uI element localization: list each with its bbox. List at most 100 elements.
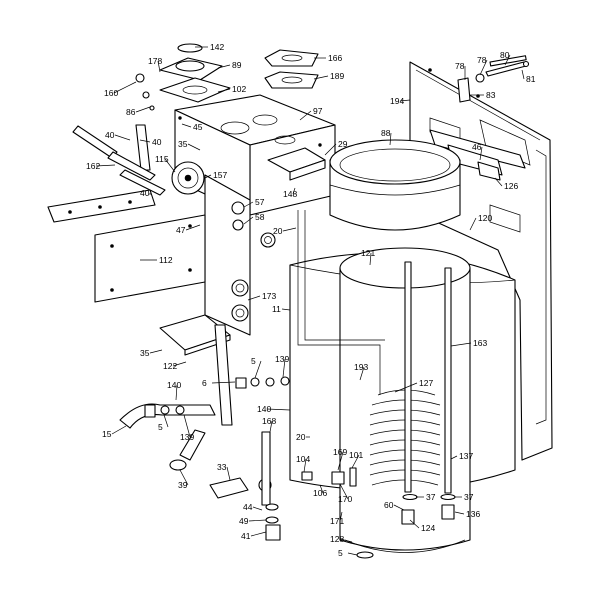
leader-line-194 bbox=[399, 99, 411, 102]
callout-169: 169 bbox=[333, 447, 347, 457]
leader-line-140 bbox=[266, 408, 291, 411]
callout-5: 5 bbox=[338, 548, 343, 558]
callout-171: 171 bbox=[330, 516, 344, 526]
leader-line-121 bbox=[369, 252, 372, 266]
leader-line-137 bbox=[450, 455, 458, 460]
drain-assembly bbox=[261, 431, 281, 541]
callout-89: 89 bbox=[232, 60, 242, 70]
callout-193: 193 bbox=[354, 362, 368, 372]
callout-80: 80 bbox=[500, 50, 510, 60]
mounting-bracket bbox=[447, 60, 530, 181]
callout-86: 86 bbox=[126, 107, 136, 117]
leader-line-128 bbox=[339, 538, 353, 543]
callout-45: 45 bbox=[193, 122, 203, 132]
leader-lines bbox=[95, 46, 525, 556]
callout-35: 35 bbox=[140, 348, 150, 358]
leader-line-162 bbox=[95, 164, 116, 167]
callout-178: 178 bbox=[148, 56, 162, 66]
leader-line-157 bbox=[204, 174, 212, 179]
leader-line-136 bbox=[454, 511, 465, 515]
callout-128: 128 bbox=[330, 534, 344, 544]
callout-104: 104 bbox=[296, 454, 310, 464]
leader-line-124 bbox=[409, 519, 420, 529]
callout-106: 106 bbox=[313, 488, 327, 498]
callout-102: 102 bbox=[232, 84, 246, 94]
callout-97: 97 bbox=[313, 106, 323, 116]
leader-line-35 bbox=[149, 349, 163, 354]
leader-line-88 bbox=[389, 132, 392, 146]
leader-line-126 bbox=[494, 177, 503, 187]
leader-line-169 bbox=[337, 451, 344, 471]
leader-line-80 bbox=[504, 54, 511, 66]
callout-5: 5 bbox=[251, 356, 256, 366]
leader-line-49 bbox=[248, 519, 267, 522]
sensor-unit bbox=[171, 161, 205, 195]
leader-line-57 bbox=[243, 201, 254, 208]
callout-160: 160 bbox=[104, 88, 118, 98]
flow-pipes bbox=[297, 210, 385, 445]
callout-83: 83 bbox=[486, 90, 496, 100]
leader-line-33 bbox=[226, 466, 231, 481]
leader-line-5 bbox=[163, 414, 169, 428]
leader-line-44 bbox=[252, 506, 263, 511]
leader-line-104 bbox=[303, 458, 307, 473]
leader-line-45 bbox=[181, 123, 192, 128]
callout-37: 37 bbox=[464, 492, 474, 502]
callout-137: 137 bbox=[459, 451, 473, 461]
callout-124: 124 bbox=[421, 523, 435, 533]
callout-163: 163 bbox=[473, 338, 487, 348]
leader-line-35 bbox=[187, 143, 201, 151]
callout-57: 57 bbox=[255, 197, 265, 207]
callout-140: 140 bbox=[167, 380, 181, 390]
leader-line-78 bbox=[479, 59, 488, 76]
callout-81: 81 bbox=[526, 74, 536, 84]
bottom-fittings bbox=[301, 467, 456, 559]
leader-line-60 bbox=[393, 504, 405, 511]
leader-line-140 bbox=[175, 384, 178, 401]
leader-line-5 bbox=[347, 552, 358, 556]
callout-35: 35 bbox=[178, 139, 188, 149]
leader-line-5 bbox=[254, 360, 262, 379]
callout-189: 189 bbox=[330, 71, 344, 81]
front-panel bbox=[47, 189, 206, 303]
callout-136: 136 bbox=[466, 509, 480, 519]
callout-44: 44 bbox=[243, 502, 253, 512]
callout-142: 142 bbox=[210, 42, 224, 52]
leader-line-160 bbox=[113, 81, 137, 94]
callout-162: 162 bbox=[86, 161, 100, 171]
callout-121: 121 bbox=[361, 248, 375, 258]
expansion-vessel bbox=[329, 139, 461, 231]
leader-line-173 bbox=[247, 295, 261, 301]
leader-line-171 bbox=[339, 511, 343, 522]
leader-line-46 bbox=[479, 146, 483, 161]
callout-78: 78 bbox=[455, 61, 465, 71]
leader-line-193 bbox=[359, 366, 365, 381]
callout-101: 101 bbox=[349, 450, 363, 460]
callout-15: 15 bbox=[102, 429, 112, 439]
left-pipework bbox=[119, 324, 290, 499]
callout-126: 126 bbox=[504, 181, 518, 191]
callout-39: 39 bbox=[178, 480, 188, 490]
leader-line-11 bbox=[281, 308, 291, 311]
leader-line-97 bbox=[299, 110, 312, 121]
callout-127: 127 bbox=[419, 378, 433, 388]
callout-29: 29 bbox=[338, 139, 348, 149]
callout-40: 40 bbox=[140, 188, 150, 198]
leader-line-170 bbox=[339, 483, 349, 500]
leader-line-58 bbox=[243, 216, 254, 225]
leader-line-41 bbox=[250, 531, 267, 537]
leader-line-20 bbox=[282, 227, 297, 232]
callout-122: 122 bbox=[163, 361, 177, 371]
callout-166: 166 bbox=[328, 53, 342, 63]
callout-115: 115 bbox=[155, 154, 169, 164]
terminal-block bbox=[267, 147, 326, 181]
leader-line-81 bbox=[521, 69, 525, 80]
callout-58: 58 bbox=[255, 212, 265, 222]
callout-20: 20 bbox=[273, 226, 283, 236]
leader-line-29 bbox=[324, 143, 337, 156]
leader-line-86 bbox=[135, 106, 151, 113]
callout-157: 157 bbox=[213, 170, 227, 180]
leader-line-139 bbox=[282, 358, 286, 378]
